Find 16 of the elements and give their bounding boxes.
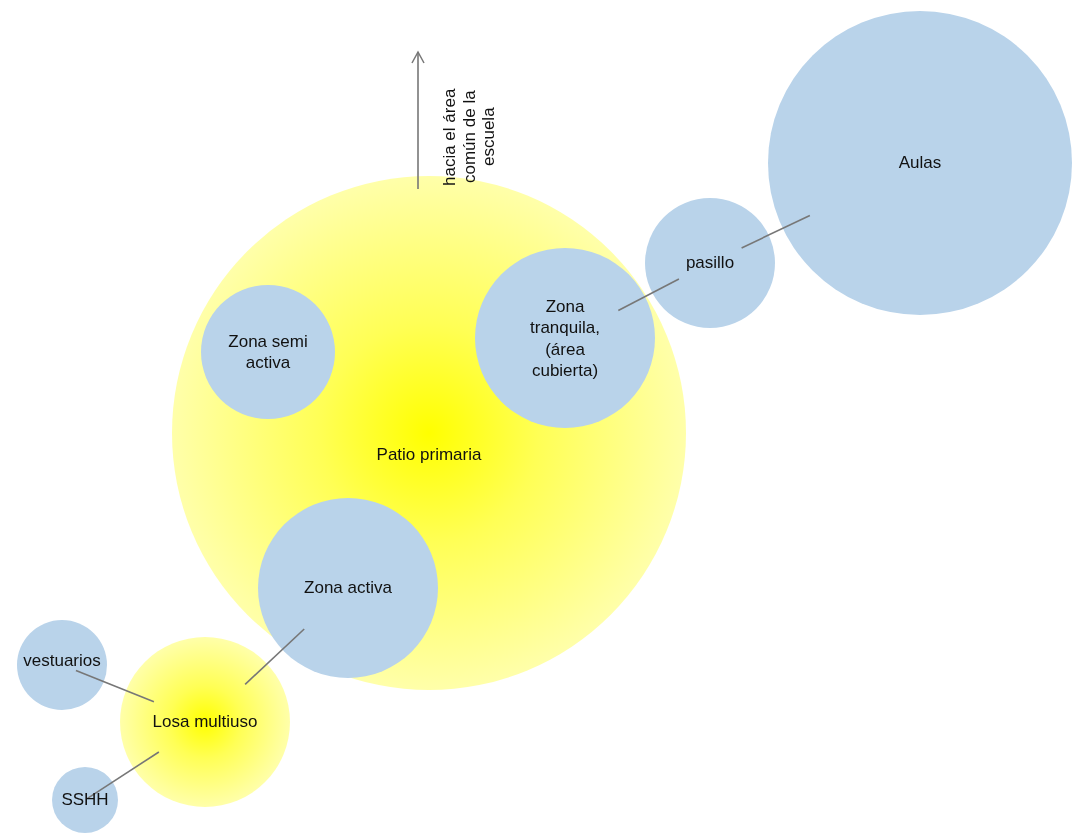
connector-line: [86, 751, 160, 800]
zone-label: SSHH: [60, 789, 110, 811]
zone-label: Zona tranquila, (área cubierta): [529, 295, 601, 381]
zone-label: Losa multiuso: [151, 711, 259, 733]
zone-label: Zona semi activa: [227, 330, 309, 374]
connector-line: [75, 669, 155, 703]
arrow: [411, 51, 425, 190]
edge-label: hacia el área común de la escuela: [440, 87, 499, 188]
zone-label: Zona activa: [303, 577, 393, 599]
zone-label: pasillo: [684, 252, 736, 274]
zone-label: Aulas: [897, 152, 943, 174]
connector-line: [617, 278, 680, 312]
connector-line: [740, 214, 811, 249]
zone-label: Patio primaria: [375, 444, 483, 466]
connector-line: [244, 628, 306, 686]
zone-label: vestuarios: [22, 650, 102, 672]
